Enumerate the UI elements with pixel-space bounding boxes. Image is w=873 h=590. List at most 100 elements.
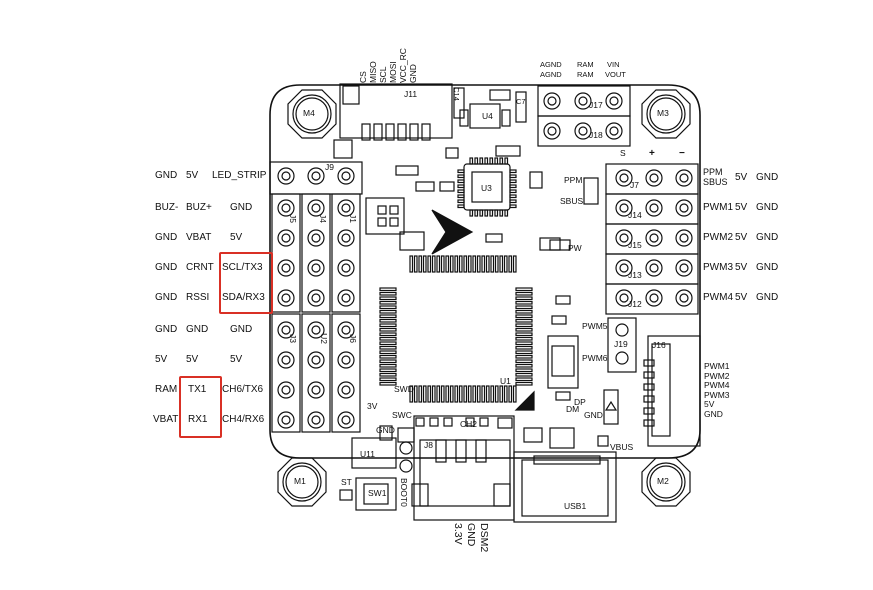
u1-pin-left xyxy=(379,372,397,377)
u1-pin-left xyxy=(379,332,397,337)
left-header-pin xyxy=(307,199,325,217)
left-header-pin xyxy=(337,289,355,307)
right-header-pin xyxy=(615,229,633,247)
label-pwm5: PWM5 xyxy=(582,321,608,331)
left-pin-label: CH6/TX6 xyxy=(222,384,264,395)
u1-pin-left xyxy=(379,323,397,328)
u1-pin-right xyxy=(515,350,533,355)
u1-pin-right xyxy=(515,354,533,359)
label-j7: J7 xyxy=(630,180,639,190)
right-header-pin-hole xyxy=(649,263,659,273)
left-header-pin-hole xyxy=(281,293,291,303)
u1-pin-bottom xyxy=(418,385,423,403)
u1-pin-left xyxy=(379,377,397,382)
u1-pin-right xyxy=(515,381,533,386)
left-header-pin xyxy=(277,381,295,399)
left-header-pin xyxy=(337,259,355,277)
j9-header xyxy=(269,161,363,195)
u1-pin-bottom xyxy=(413,385,418,403)
u11-chip xyxy=(351,437,397,469)
left-header-pin-hole xyxy=(311,325,321,335)
u3-pin xyxy=(509,179,517,184)
j16-pin-label: PWM3 xyxy=(704,389,730,400)
u1-pin-left xyxy=(379,287,397,292)
right-header-pin-hole xyxy=(679,263,689,273)
highlight-tx1-rx1 xyxy=(179,376,222,438)
right-pin-label: 5V xyxy=(735,292,748,303)
left-header-pin-hole xyxy=(281,415,291,425)
u1-pin-right xyxy=(515,368,533,373)
u1-pin-top xyxy=(490,255,495,273)
u3-pin xyxy=(509,189,517,194)
u1-pin-top xyxy=(481,255,486,273)
j11-pin-label: MOSI xyxy=(388,61,398,83)
u1-pin-top xyxy=(449,255,454,273)
u3-pin xyxy=(509,174,517,179)
right-header-pin-hole xyxy=(619,263,629,273)
u1-pin-top xyxy=(512,255,517,273)
label-j6: J6 xyxy=(347,334,358,343)
label-agnd-top: AGND xyxy=(540,60,562,69)
label-j14: J14 xyxy=(628,210,642,220)
u3-pin xyxy=(469,209,474,217)
u1-pin-left xyxy=(379,341,397,346)
left-header-pin xyxy=(307,321,325,339)
right-pin-label: PWM2 xyxy=(703,232,733,243)
left-header-pin xyxy=(277,289,295,307)
label-pw: PW xyxy=(568,243,582,253)
u1-pin-bottom xyxy=(503,385,508,403)
label-u1: U1 xyxy=(500,376,511,386)
label-pwm6: PWM6 xyxy=(582,353,608,363)
right-pin-label: 5V xyxy=(735,262,748,273)
label-j3: J3 xyxy=(287,334,298,343)
label-agnd-bottom: AGND xyxy=(540,70,562,79)
left-header-pin-hole xyxy=(341,203,351,213)
left-header-pin xyxy=(307,381,325,399)
u3-pin xyxy=(484,209,489,217)
u3-pin xyxy=(484,157,489,165)
j8-pin-label: GND xyxy=(465,523,477,547)
u1-pin-right xyxy=(515,314,533,319)
right-header-pin-hole xyxy=(649,203,659,213)
left-header-pin xyxy=(337,381,355,399)
left-header-pin-hole xyxy=(281,203,291,213)
u1-pin-top xyxy=(508,255,513,273)
u1-pin-right xyxy=(515,318,533,323)
left-pin-label: GND xyxy=(155,292,178,303)
right-header-pin xyxy=(645,169,663,187)
j18-header xyxy=(537,115,631,147)
u1-pin-left xyxy=(379,359,397,364)
left-pin-label: BUZ+ xyxy=(186,202,212,213)
right-header-pin-hole xyxy=(649,293,659,303)
right-header-pin-hole xyxy=(619,173,629,183)
left-header-pin-hole xyxy=(311,293,321,303)
u1-pin-top xyxy=(476,255,481,273)
u3-pin xyxy=(504,157,509,165)
left-header-pin xyxy=(337,199,355,217)
left-pin-label: 5V xyxy=(186,354,199,365)
u1-pin-left xyxy=(379,318,397,323)
u1-pin-bottom xyxy=(445,385,450,403)
u3-pin xyxy=(474,157,479,165)
u1-pin-top xyxy=(418,255,423,273)
u1-pin-right xyxy=(515,332,533,337)
left-pin-label: GND xyxy=(155,262,178,273)
usb1-connector xyxy=(513,451,617,523)
right-header-pin-hole xyxy=(679,293,689,303)
left-header-pin-hole xyxy=(311,233,321,243)
right-header-pin xyxy=(675,259,693,277)
left-header-pin-hole xyxy=(281,355,291,365)
left-pin-label: 5V xyxy=(155,354,168,365)
label-ram-top: RAM xyxy=(577,60,594,69)
u1-pin-bottom xyxy=(481,385,486,403)
u1-pin-bottom xyxy=(494,385,499,403)
u1-pin-top xyxy=(472,255,477,273)
left-header-pin xyxy=(277,351,295,369)
label-sbus-pad: SBUS xyxy=(560,196,584,206)
left-header-pin-hole xyxy=(341,293,351,303)
u1-pin-top xyxy=(467,255,472,273)
right-header-pin xyxy=(675,289,693,307)
u1-pin-bottom xyxy=(427,385,432,403)
u3-pin xyxy=(509,204,517,209)
